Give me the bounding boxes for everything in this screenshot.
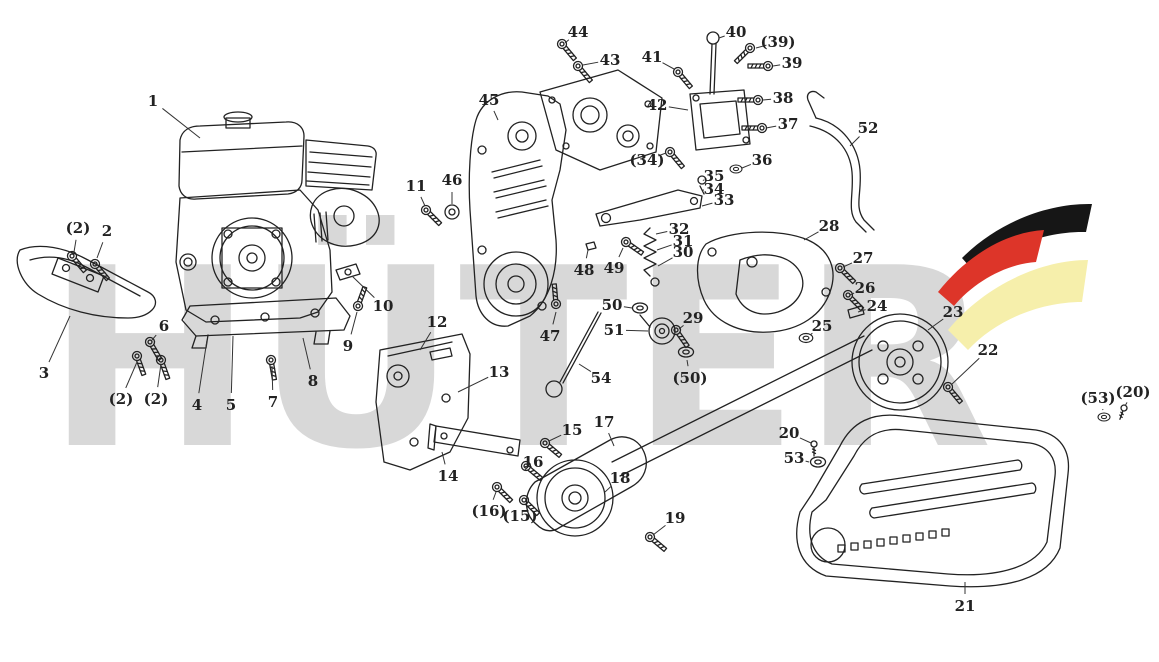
leader-line-50 xyxy=(623,306,633,309)
leader-line-48 xyxy=(585,249,589,259)
leader-line-38 xyxy=(762,98,772,101)
leader-line-16 xyxy=(524,467,528,471)
leader-line-2 xyxy=(125,361,138,389)
leader-line-40 xyxy=(718,35,725,39)
front-bumper-bar xyxy=(16,245,157,319)
leader-line-51 xyxy=(625,329,649,332)
leader-line-20 xyxy=(799,437,812,444)
leader-line-1 xyxy=(162,108,201,139)
idler-pulley xyxy=(639,314,676,345)
leader-line-9 xyxy=(350,311,358,335)
leader-line-10 xyxy=(351,275,375,299)
spring-rod xyxy=(545,311,602,398)
engine-assembly xyxy=(175,111,380,349)
leader-line-2 xyxy=(96,242,104,259)
leader-line-25 xyxy=(809,332,813,336)
swoosh-red xyxy=(938,230,1044,306)
leader-line-53 xyxy=(805,460,810,463)
leader-line-13 xyxy=(457,376,489,393)
leader-line-2 xyxy=(73,239,77,253)
leader-line-19 xyxy=(652,524,666,536)
leader-line-45 xyxy=(493,110,499,121)
leader-line-37 xyxy=(765,125,777,129)
leader-line-15 xyxy=(548,434,562,442)
leader-line-12 xyxy=(419,331,432,351)
grommet-46-outer xyxy=(444,204,460,220)
leader-line-6 xyxy=(151,334,157,341)
leader-line-22 xyxy=(950,357,980,386)
leader-line-26 xyxy=(849,292,855,296)
leader-line-50 xyxy=(686,359,689,367)
tension-pulley xyxy=(525,436,647,537)
brand-swoosh xyxy=(938,203,1092,350)
leader-line-43 xyxy=(582,61,599,66)
leader-line-3 xyxy=(48,315,71,363)
leader-line-29 xyxy=(678,325,684,330)
leader-line-11 xyxy=(420,196,426,207)
leader-line-54 xyxy=(578,363,592,372)
leader-line-33 xyxy=(701,202,713,207)
leader-line-20 xyxy=(1124,402,1128,407)
leader-line-8 xyxy=(302,337,311,370)
leader-line-16 xyxy=(492,491,497,500)
leader-lines xyxy=(48,35,1128,594)
leader-line-39 xyxy=(772,64,781,67)
chain-case xyxy=(468,69,663,327)
leader-line-14 xyxy=(441,451,446,465)
swoosh-yellow xyxy=(948,260,1088,350)
leader-line-7 xyxy=(271,365,274,391)
lever-arm xyxy=(595,175,707,287)
leader-line-4 xyxy=(198,339,208,394)
leader-line-44 xyxy=(564,39,570,44)
cover-plate xyxy=(696,231,865,333)
leader-line-2 xyxy=(157,363,162,388)
leader-line-5 xyxy=(230,335,234,394)
belt-cover xyxy=(796,414,1070,588)
leader-line-41 xyxy=(662,62,675,70)
mounting-plate xyxy=(335,263,521,471)
leader-line-28 xyxy=(803,231,819,241)
leader-line-18 xyxy=(604,485,612,493)
leader-line-31 xyxy=(656,244,672,251)
drive-pulley xyxy=(611,313,949,477)
leader-line-32 xyxy=(655,231,668,235)
leader-line-36 xyxy=(741,163,752,169)
leader-line-24 xyxy=(857,309,866,313)
leader-line-49 xyxy=(618,247,624,258)
leader-line-39 xyxy=(755,44,767,49)
leader-line-30 xyxy=(657,257,673,267)
leader-line-23 xyxy=(927,318,944,331)
leader-line-47 xyxy=(552,311,557,325)
grommet-46-inner xyxy=(448,208,456,216)
leader-line-34 xyxy=(658,152,667,157)
handle-tube xyxy=(806,90,875,233)
leader-line-42 xyxy=(668,106,689,111)
leader-line-52 xyxy=(849,136,860,147)
leader-line-17 xyxy=(608,432,615,447)
leader-line-27 xyxy=(842,262,853,268)
clip-48 xyxy=(585,241,597,251)
